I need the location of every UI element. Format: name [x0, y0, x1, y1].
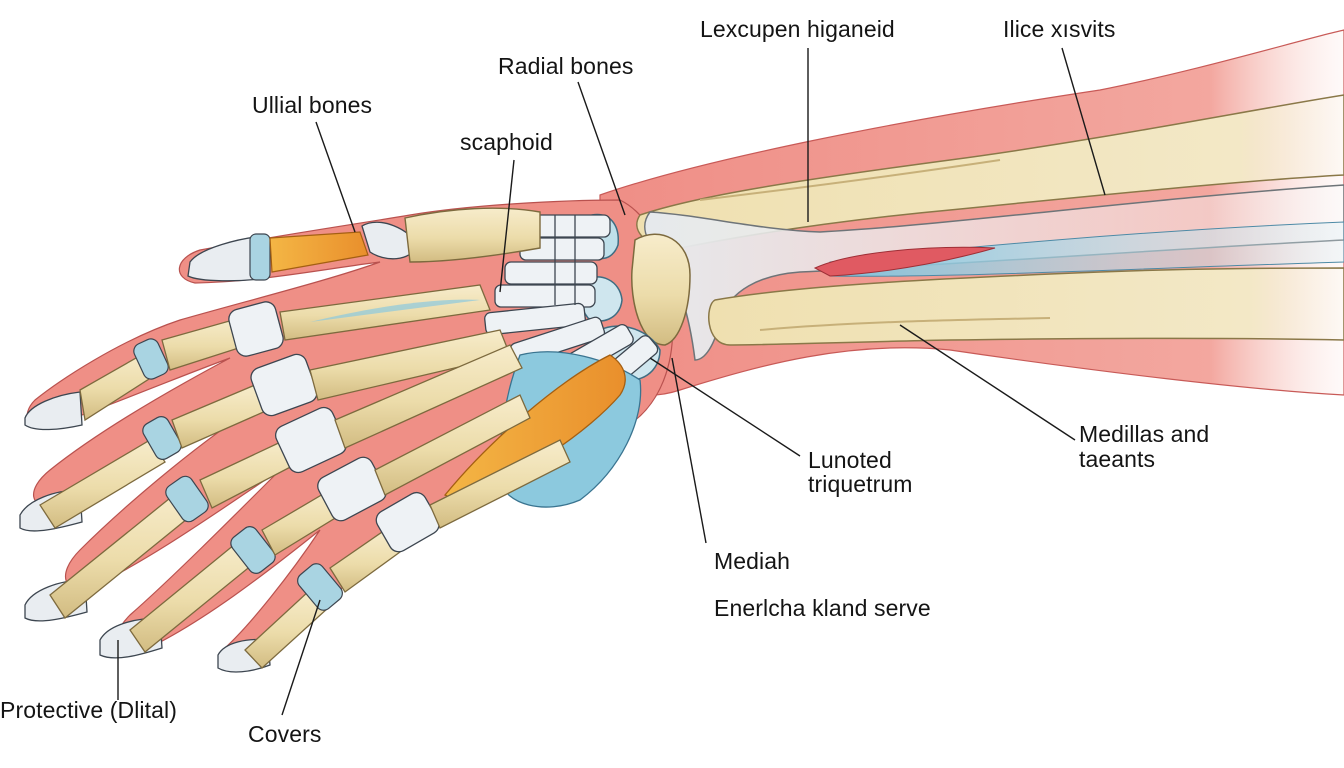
finger-1: [24, 284, 491, 431]
leader-mediah: [671, 357, 707, 544]
finger-2: [19, 329, 511, 532]
leader-ullial: [315, 121, 356, 233]
label-triquetrum: triquetrum: [808, 471, 913, 497]
label-top-center: Lexcupen higaneid: [700, 16, 895, 42]
label-ullial-bones: Ullial bones: [252, 92, 373, 118]
leader-medillas: [899, 324, 1076, 441]
label-protective: Protective (Dlital): [0, 697, 177, 723]
ulna-bone: [708, 267, 1344, 346]
label-medillas: Medillas and: [1079, 421, 1210, 447]
thumb: [187, 207, 541, 282]
label-enerlcha: Enerlcha kland serve: [714, 595, 931, 621]
label-radial-bones: Radial bones: [498, 53, 634, 79]
finger-5: [217, 439, 571, 673]
leader-covers: [281, 599, 321, 716]
label-taeants: taeants: [1079, 446, 1156, 472]
label-scaphoid: scaphoid: [460, 129, 553, 155]
finger-4: [99, 394, 531, 659]
leader-top-right: [1061, 47, 1106, 196]
label-top-right: Ilice xısvits: [1003, 16, 1116, 42]
label-covers: Covers: [248, 721, 322, 747]
leader-radial: [577, 81, 626, 216]
finger-3: [24, 344, 523, 622]
leader-lines: [117, 47, 1106, 716]
leader-scaphoid: [499, 159, 515, 293]
label-mediah: Mediah: [714, 548, 791, 574]
blue-vessel-band: [813, 221, 1344, 277]
label-lunoted: Lunoted: [808, 447, 892, 473]
